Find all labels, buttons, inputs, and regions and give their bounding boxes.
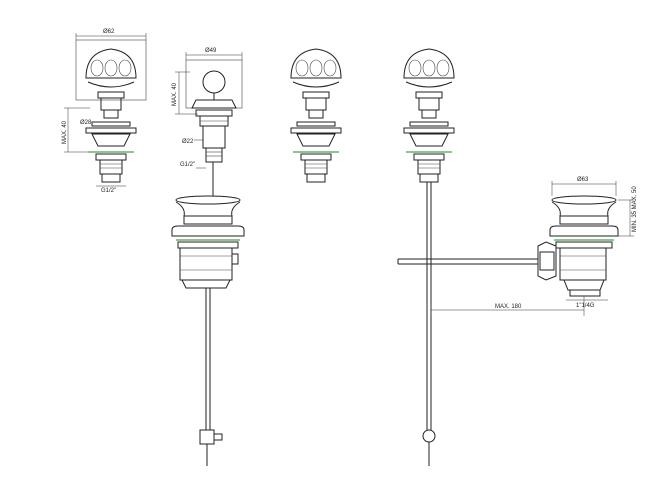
label-diam-49: Ø49 — [205, 48, 217, 54]
label-diam-62: Ø62 — [103, 29, 115, 35]
label-max-40-b: MAX. 40 — [172, 82, 178, 106]
label-diam-63: Ø63 — [577, 177, 589, 183]
label-g-half-b: G1/2" — [180, 162, 195, 168]
label-max-180: MAX. 180 — [495, 304, 522, 310]
label-diam-22: Ø22 — [182, 139, 194, 145]
label-min-max: MIN. 35 MAX. 50 — [632, 186, 638, 232]
waste-side-view: Ø63 MIN. 35 MAX. 50 1"1/4G MAX. 180 — [430, 177, 638, 316]
valve-view-1: Ø62 Ø28 MAX. 40 G1/2" — [62, 29, 147, 194]
label-g-1-14: 1"1/4G — [576, 303, 595, 309]
label-diam-28: Ø28 — [80, 120, 92, 126]
valve-rod-view — [397, 48, 538, 466]
label-g-half-a: G1/2" — [101, 188, 116, 194]
label-max-40-a: MAX. 40 — [62, 120, 68, 144]
spout-waste-view: Ø49 MAX. 40 Ø22 G1/2" — [171, 48, 245, 466]
valve-view-2 — [290, 48, 342, 183]
